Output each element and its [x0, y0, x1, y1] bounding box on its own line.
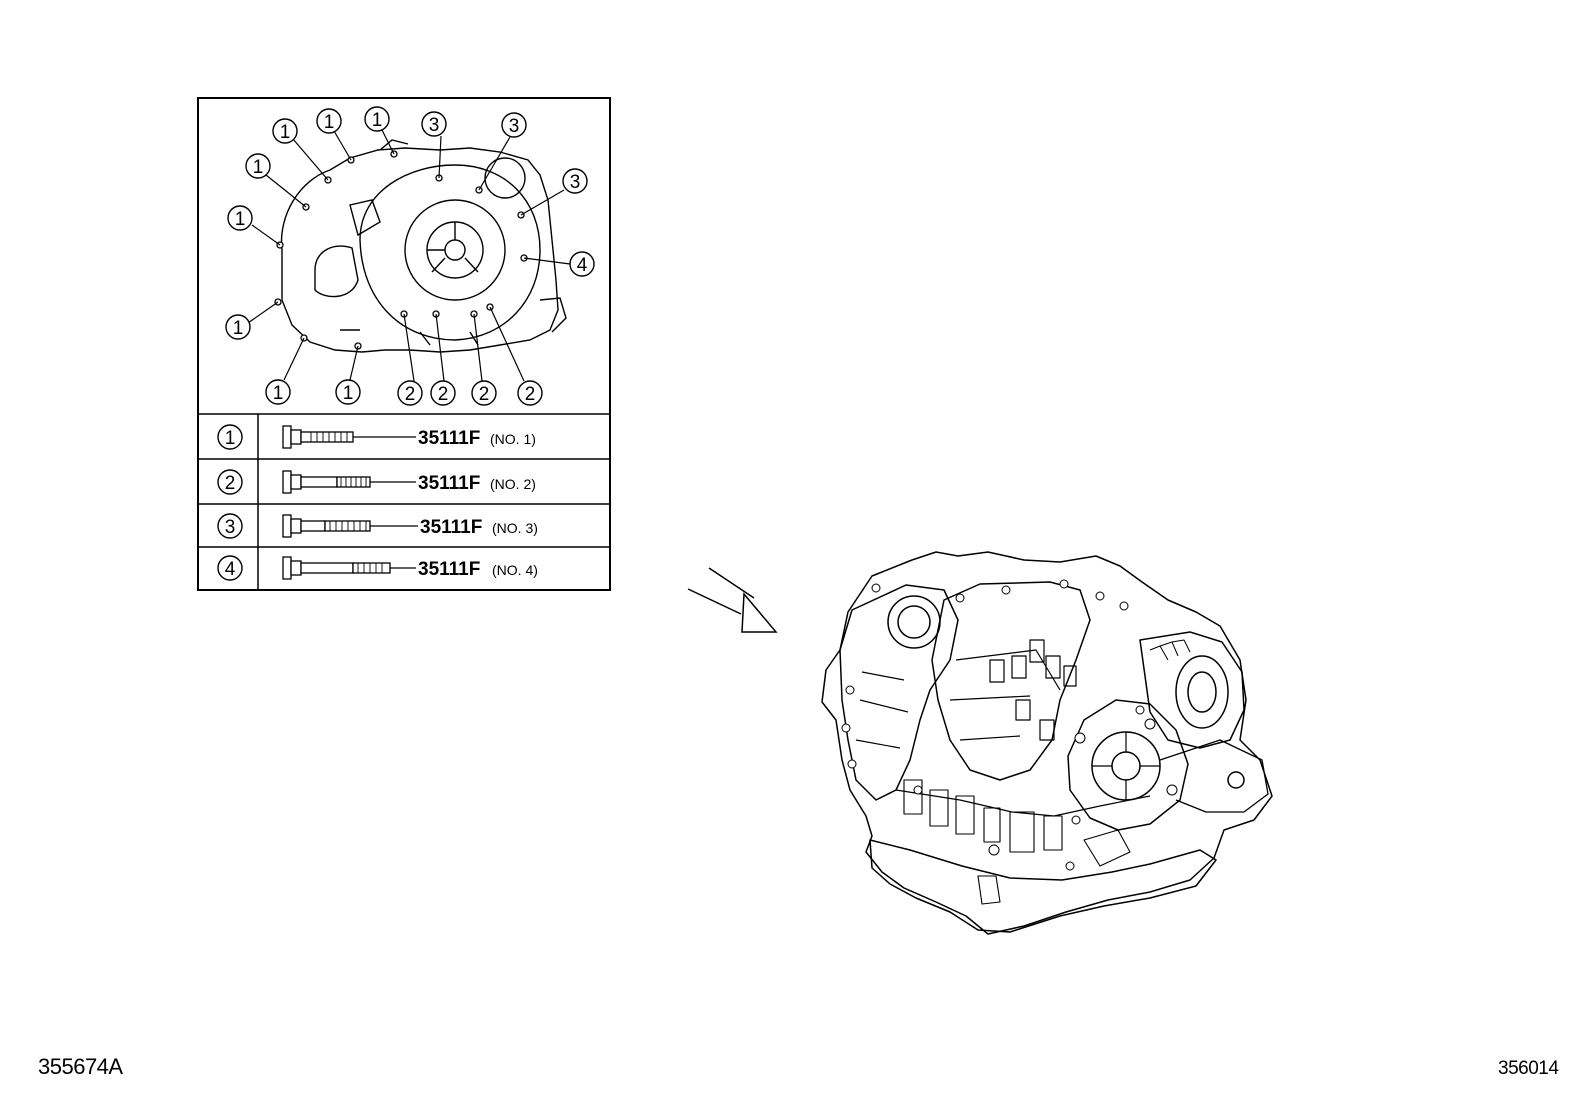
svg-text:(NO. 3): (NO. 3) [492, 520, 538, 536]
svg-text:3: 3 [570, 172, 581, 193]
leader-lines [247, 129, 571, 382]
svg-text:3: 3 [429, 115, 440, 136]
housing-face-drawing [280, 139, 567, 353]
svg-text:35111F: 35111F [418, 473, 480, 494]
svg-text:2: 2 [225, 473, 236, 494]
diagram-code-right: 356014 [1498, 1058, 1559, 1079]
callout-1: 1 [245, 153, 271, 179]
svg-text:(NO. 2): (NO. 2) [490, 476, 536, 492]
svg-text:1: 1 [233, 318, 244, 339]
callout-3: 3 [421, 111, 447, 137]
svg-text:1: 1 [280, 122, 291, 143]
callout-1: 1 [335, 379, 361, 405]
bolt-icon [282, 425, 354, 449]
transaxle-assembly-drawing [821, 551, 1273, 935]
svg-text:4: 4 [577, 255, 588, 276]
callout-2: 2 [397, 380, 423, 406]
svg-text:3: 3 [509, 116, 520, 137]
diagram-code-left: 355674A [38, 1054, 123, 1079]
callout-2: 2 [517, 380, 543, 406]
svg-text:1: 1 [343, 383, 354, 404]
callout-2: 2 [430, 380, 456, 406]
svg-text:35111F: 35111F [418, 559, 480, 580]
callout-4: 4 [569, 251, 595, 277]
callout-3: 3 [562, 168, 588, 194]
bolt-holes [274, 150, 528, 350]
legend-row-2: 2 35111F (NO. 2) [217, 469, 536, 495]
callout-1: 1 [225, 314, 251, 340]
svg-text:2: 2 [405, 384, 416, 405]
inset-panel [197, 97, 611, 591]
legend-row-4: 4 35111F (NO. 4) [217, 555, 538, 581]
bolt-icon [282, 556, 391, 580]
svg-text:35111F: 35111F [420, 517, 482, 538]
svg-text:1: 1 [273, 383, 284, 404]
svg-text:35111F: 35111F [418, 428, 480, 449]
svg-text:2: 2 [525, 384, 536, 405]
callout-3: 3 [501, 112, 527, 138]
legend-row-3: 3 35111F (NO. 3) [217, 513, 538, 539]
svg-text:1: 1 [372, 110, 383, 131]
svg-text:2: 2 [479, 384, 490, 405]
callout-1: 1 [227, 205, 253, 231]
svg-text:1: 1 [235, 209, 246, 230]
callout-1: 1 [265, 379, 291, 405]
svg-text:3: 3 [225, 517, 236, 538]
view-direction-arrow [687, 567, 778, 633]
callout-group: 1 1 1 1 1 1 1 1 [225, 106, 595, 406]
svg-text:1: 1 [253, 157, 264, 178]
callout-2: 2 [471, 380, 497, 406]
svg-text:(NO. 1): (NO. 1) [490, 431, 536, 447]
callout-1: 1 [316, 108, 342, 134]
callout-1: 1 [364, 106, 390, 132]
svg-text:1: 1 [225, 428, 236, 449]
svg-text:4: 4 [225, 559, 236, 580]
callout-1: 1 [272, 118, 298, 144]
svg-text:1: 1 [324, 112, 335, 133]
bolt-icon [282, 514, 371, 538]
svg-text:(NO. 4): (NO. 4) [492, 562, 538, 578]
bolt-icon [282, 470, 371, 494]
svg-text:2: 2 [438, 384, 449, 405]
legend-row-1: 1 35111F (NO. 1) [217, 424, 536, 450]
